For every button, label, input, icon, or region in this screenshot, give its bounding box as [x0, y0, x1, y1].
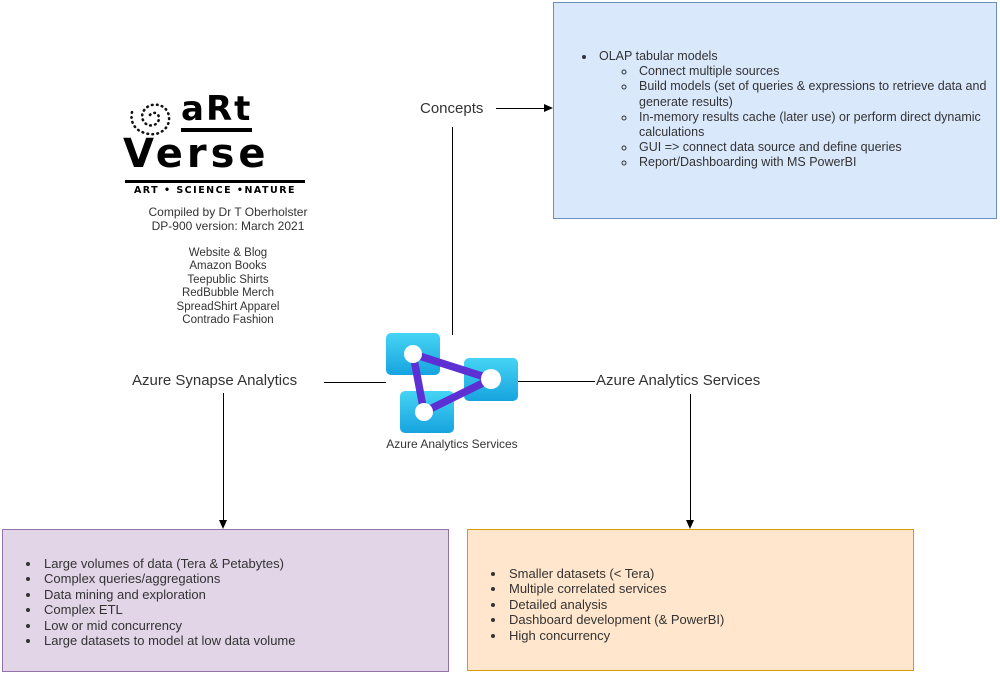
connector-concepts-horizontal [496, 108, 544, 109]
version-text: DP-900 version: March 2021 [151, 218, 305, 233]
arrowhead-down-icon [686, 520, 694, 529]
connector-services-vertical [690, 394, 691, 520]
logo-word-art: aRt [181, 92, 253, 132]
link-website[interactable]: Website & Blog [188, 247, 268, 259]
list-item: Dashboard development (& PowerBI) [506, 612, 905, 627]
list-item: Report/Dashboarding with MS PowerBI [636, 155, 988, 170]
list-item: Data mining and exploration [41, 587, 440, 602]
list-item: Detailed analysis [506, 597, 905, 612]
credit-block: Compiled by Dr T Oberholster DP-900 vers… [128, 205, 328, 233]
concepts-label: Concepts [420, 100, 484, 117]
link-contrado[interactable]: Contrado Fashion [182, 314, 274, 327]
link-redbubble[interactable]: RedBubble Merch [181, 287, 275, 300]
list-item: Low or mid concurrency [41, 618, 440, 633]
synapse-label: Azure Synapse Analytics [132, 372, 298, 389]
logo-word-verse: Verse [123, 131, 270, 177]
link-amazon-books[interactable]: Amazon Books [189, 260, 267, 273]
list-item: High concurrency [506, 628, 905, 643]
list-item: Complex queries/aggregations [41, 571, 440, 586]
services-list: Smaller datasets (< Tera) Multiple corre… [468, 566, 905, 643]
list-item: Build models (set of queries & expressio… [636, 79, 988, 109]
list-item: GUI => connect data source and define qu… [636, 140, 988, 155]
list-item: Large volumes of data (Tera & Petabytes) [41, 556, 440, 571]
list-item: Connect multiple sources [636, 64, 988, 79]
link-list: Website & Blog Amazon Books Teepublic Sh… [128, 247, 328, 327]
synapse-list: Large volumes of data (Tera & Petabytes)… [3, 556, 440, 648]
list-item: OLAP tabular models Connect multiple sou… [596, 49, 988, 171]
spiral-logo-icon [130, 103, 171, 136]
concepts-list: OLAP tabular models Connect multiple sou… [558, 49, 988, 171]
arrowhead-right-icon [544, 104, 553, 112]
concepts-sublist: Connect multiple sources Build models (s… [599, 64, 988, 170]
concepts-box: OLAP tabular models Connect multiple sou… [553, 2, 997, 219]
azure-analytics-services-icon [385, 332, 518, 435]
list-item-text: OLAP tabular models [599, 49, 718, 63]
link-spreadshirt[interactable]: SpreadShirt Apparel [176, 300, 280, 313]
connector-services-horizontal [518, 381, 595, 382]
synapse-box: Large volumes of data (Tera & Petabytes)… [2, 529, 449, 672]
list-item: Multiple correlated services [506, 581, 905, 596]
services-label: Azure Analytics Services [596, 372, 761, 389]
link-teepublic[interactable]: Teepublic Shirts [187, 273, 269, 286]
artverse-logo: aRt Verse ART • SCIENCE •NATURE [123, 90, 313, 196]
connector-synapse-vertical [223, 393, 224, 520]
connector-synapse-horizontal [324, 382, 386, 383]
list-item: Complex ETL [41, 602, 440, 617]
list-item: Smaller datasets (< Tera) [506, 566, 905, 581]
logo-divider [125, 180, 305, 183]
list-item: Large datasets to model at low data volu… [41, 633, 440, 648]
compiled-by-text: Compiled by Dr T Oberholster [148, 205, 308, 219]
logo-tagline: ART • SCIENCE •NATURE [133, 185, 297, 196]
list-item: In-memory results cache (later use) or p… [636, 110, 988, 140]
connector-concepts-vertical [452, 127, 453, 335]
arrowhead-down-icon [219, 520, 227, 529]
icon-caption: Azure Analytics Services [386, 437, 518, 451]
services-box: Smaller datasets (< Tera) Multiple corre… [467, 529, 914, 671]
